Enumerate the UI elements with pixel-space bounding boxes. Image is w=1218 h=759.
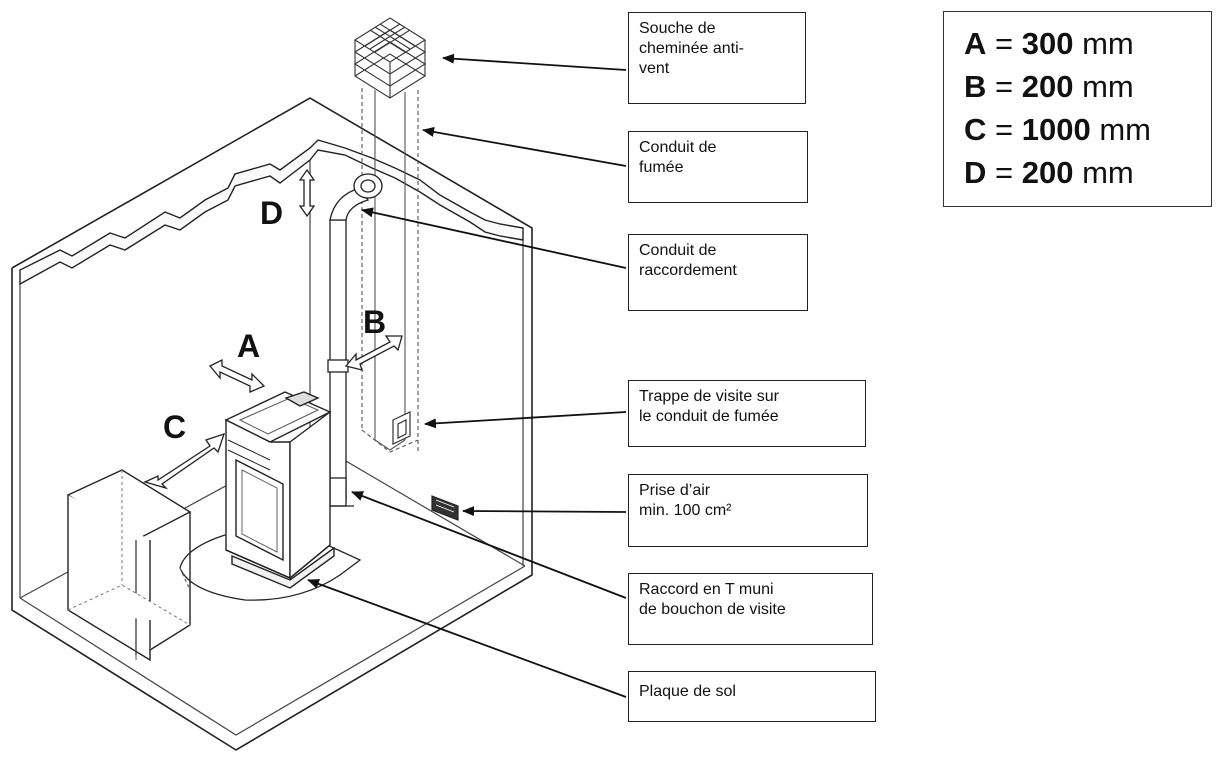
leader-lines — [307, 53, 627, 698]
callout-t-connector: Raccord en T muni de bouchon de visite — [628, 573, 873, 645]
legend-row-b: B = 200 mm — [964, 69, 1134, 104]
dimension-arrow-d — [298, 168, 316, 218]
dim-label-b: B — [363, 304, 386, 340]
floor-plate — [179, 527, 362, 601]
inspection-hatch — [392, 411, 411, 445]
dimension-arrow-a — [208, 358, 266, 393]
dimension-arrow-b — [344, 335, 403, 371]
dimension-arrows — [143, 168, 403, 490]
leader-plaque — [307, 579, 627, 698]
callout-chimney-cap: Souche de cheminée anti- vent — [628, 12, 806, 104]
dimension-arrow-c — [143, 432, 226, 490]
side-cabinet — [66, 469, 192, 662]
leader-prise — [462, 506, 627, 517]
dim-label-d: D — [260, 195, 283, 231]
leader-fumee — [422, 126, 627, 167]
ceiling-cutaway — [19, 139, 524, 286]
legend-row-a: A = 300 mm — [964, 26, 1134, 61]
chimney-cap — [353, 17, 427, 99]
dim-label-c: C — [163, 409, 186, 445]
legend-row-c: C = 1000 mm — [964, 112, 1151, 147]
callout-flue: Conduit de fumée — [628, 131, 808, 203]
legend-row-d: D = 200 mm — [964, 155, 1134, 190]
leader-teconn — [351, 491, 627, 599]
callout-connecting-pipe: Conduit de raccordement — [628, 234, 808, 311]
air-intake-grille — [431, 495, 459, 521]
pellet-stove — [224, 391, 335, 589]
dim-label-a: A — [237, 328, 260, 364]
connecting-pipe — [322, 173, 383, 507]
callout-inspection-hatch: Trappe de visite sur le conduit de fumée — [628, 380, 866, 447]
callout-floor-plate: Plaque de sol — [628, 671, 876, 722]
leader-souche — [442, 53, 627, 71]
dimension-legend: A = 300 mm B = 200 mm C = 1000 mm D = 20… — [943, 11, 1212, 207]
callout-air-intake: Prise d’air min. 100 cm² — [628, 474, 868, 547]
flue-duct — [361, 88, 419, 453]
leader-trappe — [424, 411, 627, 429]
leader-raccord — [361, 207, 627, 269]
